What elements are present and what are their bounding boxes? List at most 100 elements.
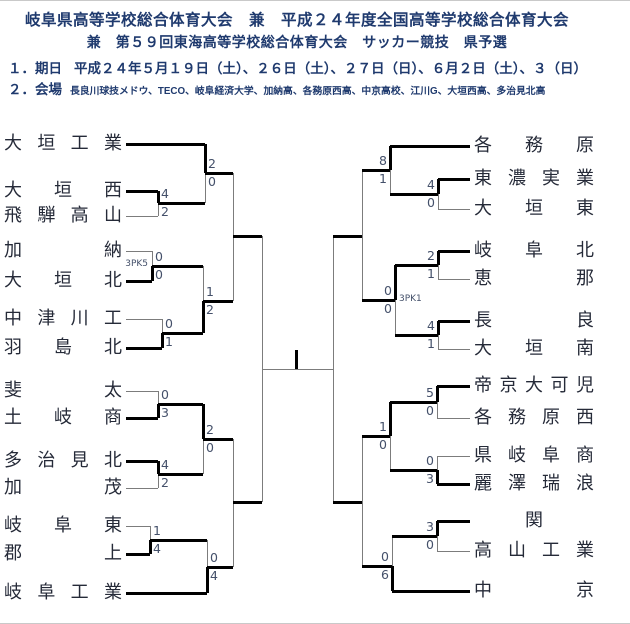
bracket-line — [126, 319, 162, 320]
score: 4 — [427, 318, 435, 333]
score: 0 — [379, 437, 387, 452]
bracket-line — [391, 566, 394, 591]
score: 1 — [427, 336, 435, 351]
score: 0 — [165, 316, 173, 331]
team-name: 加納 — [4, 240, 122, 260]
bracket-line — [390, 436, 391, 470]
bracket-line — [262, 369, 333, 370]
bracket-line — [126, 488, 158, 489]
bracket-line — [126, 347, 162, 350]
bracket-line — [126, 460, 158, 463]
bracket-line — [126, 592, 207, 595]
bracket-line — [438, 265, 439, 279]
bracket-line — [126, 526, 150, 527]
bracket-line — [162, 319, 163, 333]
team-name: 郡上 — [4, 543, 122, 563]
score: 3 — [426, 519, 434, 534]
bracket-line — [150, 539, 207, 542]
bracket-line — [437, 321, 440, 335]
team-name: 長良 — [474, 310, 594, 330]
score: 2 — [161, 475, 169, 490]
bracket-line — [437, 536, 438, 551]
team-name: 恵那 — [474, 268, 594, 288]
bracket-line — [437, 456, 470, 457]
bracket-line — [438, 178, 470, 181]
bracket-line — [205, 172, 233, 175]
bracket-line — [157, 461, 160, 474]
bracket-line — [126, 391, 158, 392]
team-name: 大垣南 — [474, 338, 594, 358]
bracket-line — [436, 386, 439, 402]
team-name: 帝京大可児 — [474, 375, 594, 395]
schedule-label: １．期日 — [8, 61, 62, 76]
bracket-line — [389, 402, 392, 436]
score: 0 — [155, 249, 163, 264]
team-name: 羽島北 — [4, 337, 122, 357]
score: 0 — [155, 267, 163, 282]
team-name: 大垣東 — [474, 198, 594, 218]
bracket-line — [438, 194, 439, 209]
bracket-line — [392, 536, 393, 566]
score: 1 — [153, 523, 161, 538]
bracket-line — [362, 435, 390, 438]
team-name: 加茂 — [4, 477, 122, 497]
score: 5 — [426, 385, 434, 400]
team-name: 多治見北 — [4, 450, 122, 470]
score: 1 — [379, 171, 387, 186]
bracket-line — [438, 349, 470, 350]
score: 4 — [427, 177, 435, 192]
score: 2 — [206, 302, 214, 317]
team-name: 岐阜工業 — [4, 582, 122, 602]
bracket-line — [203, 439, 204, 474]
team-name: 大垣北 — [4, 270, 122, 290]
bracket-line — [158, 474, 159, 488]
bracket-line — [207, 540, 208, 567]
team-name: 麗澤瑞浪 — [474, 473, 594, 493]
bracket-line — [203, 300, 233, 303]
venue-list: 長良川球技メドウ、TECO、岐阜経済大学、加納高、各務原西高、中京高校、江川G、… — [70, 86, 546, 97]
score: 0 — [426, 537, 434, 552]
bracket-line — [207, 566, 233, 569]
bracket-line — [438, 209, 470, 210]
bracket-line — [392, 535, 437, 538]
team-name: 飛騨高山 — [4, 205, 122, 225]
score: 2 — [206, 422, 214, 437]
team-name: 高山工業 — [474, 540, 594, 560]
bracket-line — [438, 335, 439, 349]
bracket-line — [158, 202, 205, 205]
bracket-line — [333, 236, 334, 502]
score: 0 — [426, 403, 434, 418]
bracket-line — [362, 169, 390, 172]
bracket-line — [333, 501, 362, 504]
score: 4 — [153, 541, 161, 556]
bracket-line — [152, 265, 203, 268]
bracket-line — [158, 403, 203, 406]
bracket-line — [158, 203, 159, 216]
bracket-line — [438, 250, 470, 253]
team-name: 東濃実業 — [474, 168, 594, 188]
score: 1 — [206, 284, 214, 299]
bracket-line — [161, 333, 164, 348]
bracket-line — [390, 145, 470, 148]
bracket-line — [233, 501, 262, 504]
bracket-line — [395, 300, 396, 335]
bracket-line — [437, 520, 470, 523]
bracket-line — [202, 404, 205, 439]
score: 0 — [426, 453, 434, 468]
bracket-line — [395, 264, 438, 267]
bracket-line — [126, 143, 205, 146]
score: 0 — [381, 549, 389, 564]
score: 6 — [381, 567, 389, 582]
bracket-line — [151, 266, 154, 281]
bracket-line — [203, 266, 204, 301]
penalty-score: 3PK5 — [125, 259, 148, 269]
bracket-line — [390, 469, 437, 472]
bracket-line — [157, 404, 160, 418]
score: 0 — [427, 195, 435, 210]
bracket-line — [206, 567, 209, 593]
schedule-dates: 平成２４年５月１９日（土）、２６日（土）、２７日（日）、６月２日（土）、３（日） — [74, 61, 587, 76]
bracket-line — [437, 402, 438, 418]
bracket-line — [126, 280, 152, 283]
bracket-line — [205, 173, 206, 203]
